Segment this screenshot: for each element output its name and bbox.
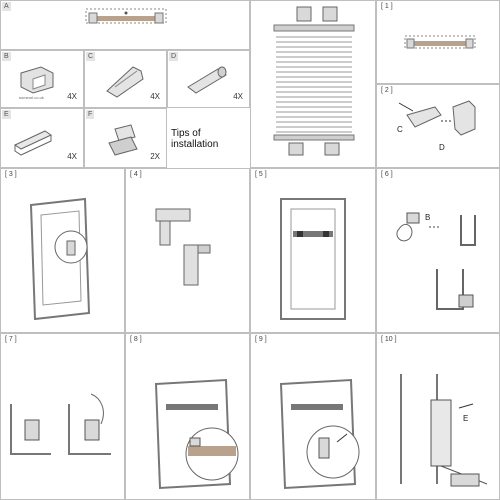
step-7-illustration (10, 393, 111, 455)
panel-e: E 4X (0, 108, 84, 168)
clip-c-illustration (106, 66, 144, 98)
step-10-illustration (400, 374, 488, 487)
callout-c: C (397, 125, 403, 134)
panel-f: F 2X (84, 108, 167, 168)
step-10-panel: [ 10 ] E (376, 333, 500, 500)
panel-f-qty: 2X (150, 152, 160, 161)
step-8-label: [ 8 ] (130, 336, 142, 343)
panel-f-tag: F (86, 110, 95, 119)
step-10-label: [ 10 ] (381, 336, 397, 343)
panel-d-qty: 4X (233, 92, 243, 101)
step-5-panel: [ 5 ] (250, 168, 376, 333)
step-6-illustration (396, 212, 476, 310)
profile-e-illustration (13, 130, 53, 156)
step-9-label: [ 9 ] (255, 336, 267, 343)
step-1-illustration (404, 35, 476, 49)
panel-a-tag: A (2, 2, 11, 11)
step-4-illustration (155, 208, 211, 286)
tips-area: Tips of installation (167, 108, 250, 168)
step-2-panel: [ 2 ] C D (376, 84, 500, 168)
step-2-label: [ 2 ] (381, 87, 393, 94)
step-5-illustration (280, 198, 346, 320)
step-2-illustration (398, 100, 476, 136)
step-4-label: [ 4 ] (130, 171, 142, 178)
panel-b: B someurl.co.uk 4X (0, 50, 84, 108)
blind-illustration (273, 6, 355, 156)
step-1-panel: [ 1 ] (376, 0, 500, 84)
step-5-label: [ 5 ] (255, 171, 267, 178)
clip-f-illustration (108, 124, 138, 156)
panel-e-qty: 4X (67, 152, 77, 161)
panel-c: C 4X (84, 50, 167, 108)
step-8-illustration (154, 378, 239, 490)
callout-d: D (439, 143, 445, 152)
step-4-panel: [ 4 ] (125, 168, 250, 333)
panel-c-tag: C (86, 52, 96, 61)
panel-d: D 4X (167, 50, 250, 108)
step-1-label: [ 1 ] (381, 3, 393, 10)
panel-d-tag: D (169, 52, 179, 61)
headrail-illustration (85, 8, 167, 24)
brand-text: someurl.co.uk (19, 95, 44, 100)
step-3-panel: [ 3 ] (0, 168, 125, 333)
tips-title: Tips of installation (171, 128, 219, 150)
panel-c-qty: 4X (150, 92, 160, 101)
step-9-illustration (279, 378, 360, 490)
panel-e-tag: E (2, 110, 11, 119)
step-3-label: [ 3 ] (5, 171, 17, 178)
panel-b-tag: B (2, 52, 11, 61)
blind-overview (250, 0, 376, 168)
step-9-panel: [ 9 ] (250, 333, 376, 500)
step-7-label: [ 7 ] (5, 336, 17, 343)
step-3-illustration (29, 197, 91, 321)
callout-b: B (425, 213, 431, 222)
plug-d-illustration (187, 66, 227, 94)
bracket-b-illustration (20, 66, 54, 94)
step-7-panel: [ 7 ] (0, 333, 125, 500)
panel-b-qty: 4X (67, 92, 77, 101)
step-6-panel: [ 6 ] B (376, 168, 500, 333)
panel-a: A (0, 0, 250, 50)
callout-e: E (463, 414, 469, 423)
step-6-label: [ 6 ] (381, 171, 393, 178)
step-8-panel: [ 8 ] (125, 333, 250, 500)
